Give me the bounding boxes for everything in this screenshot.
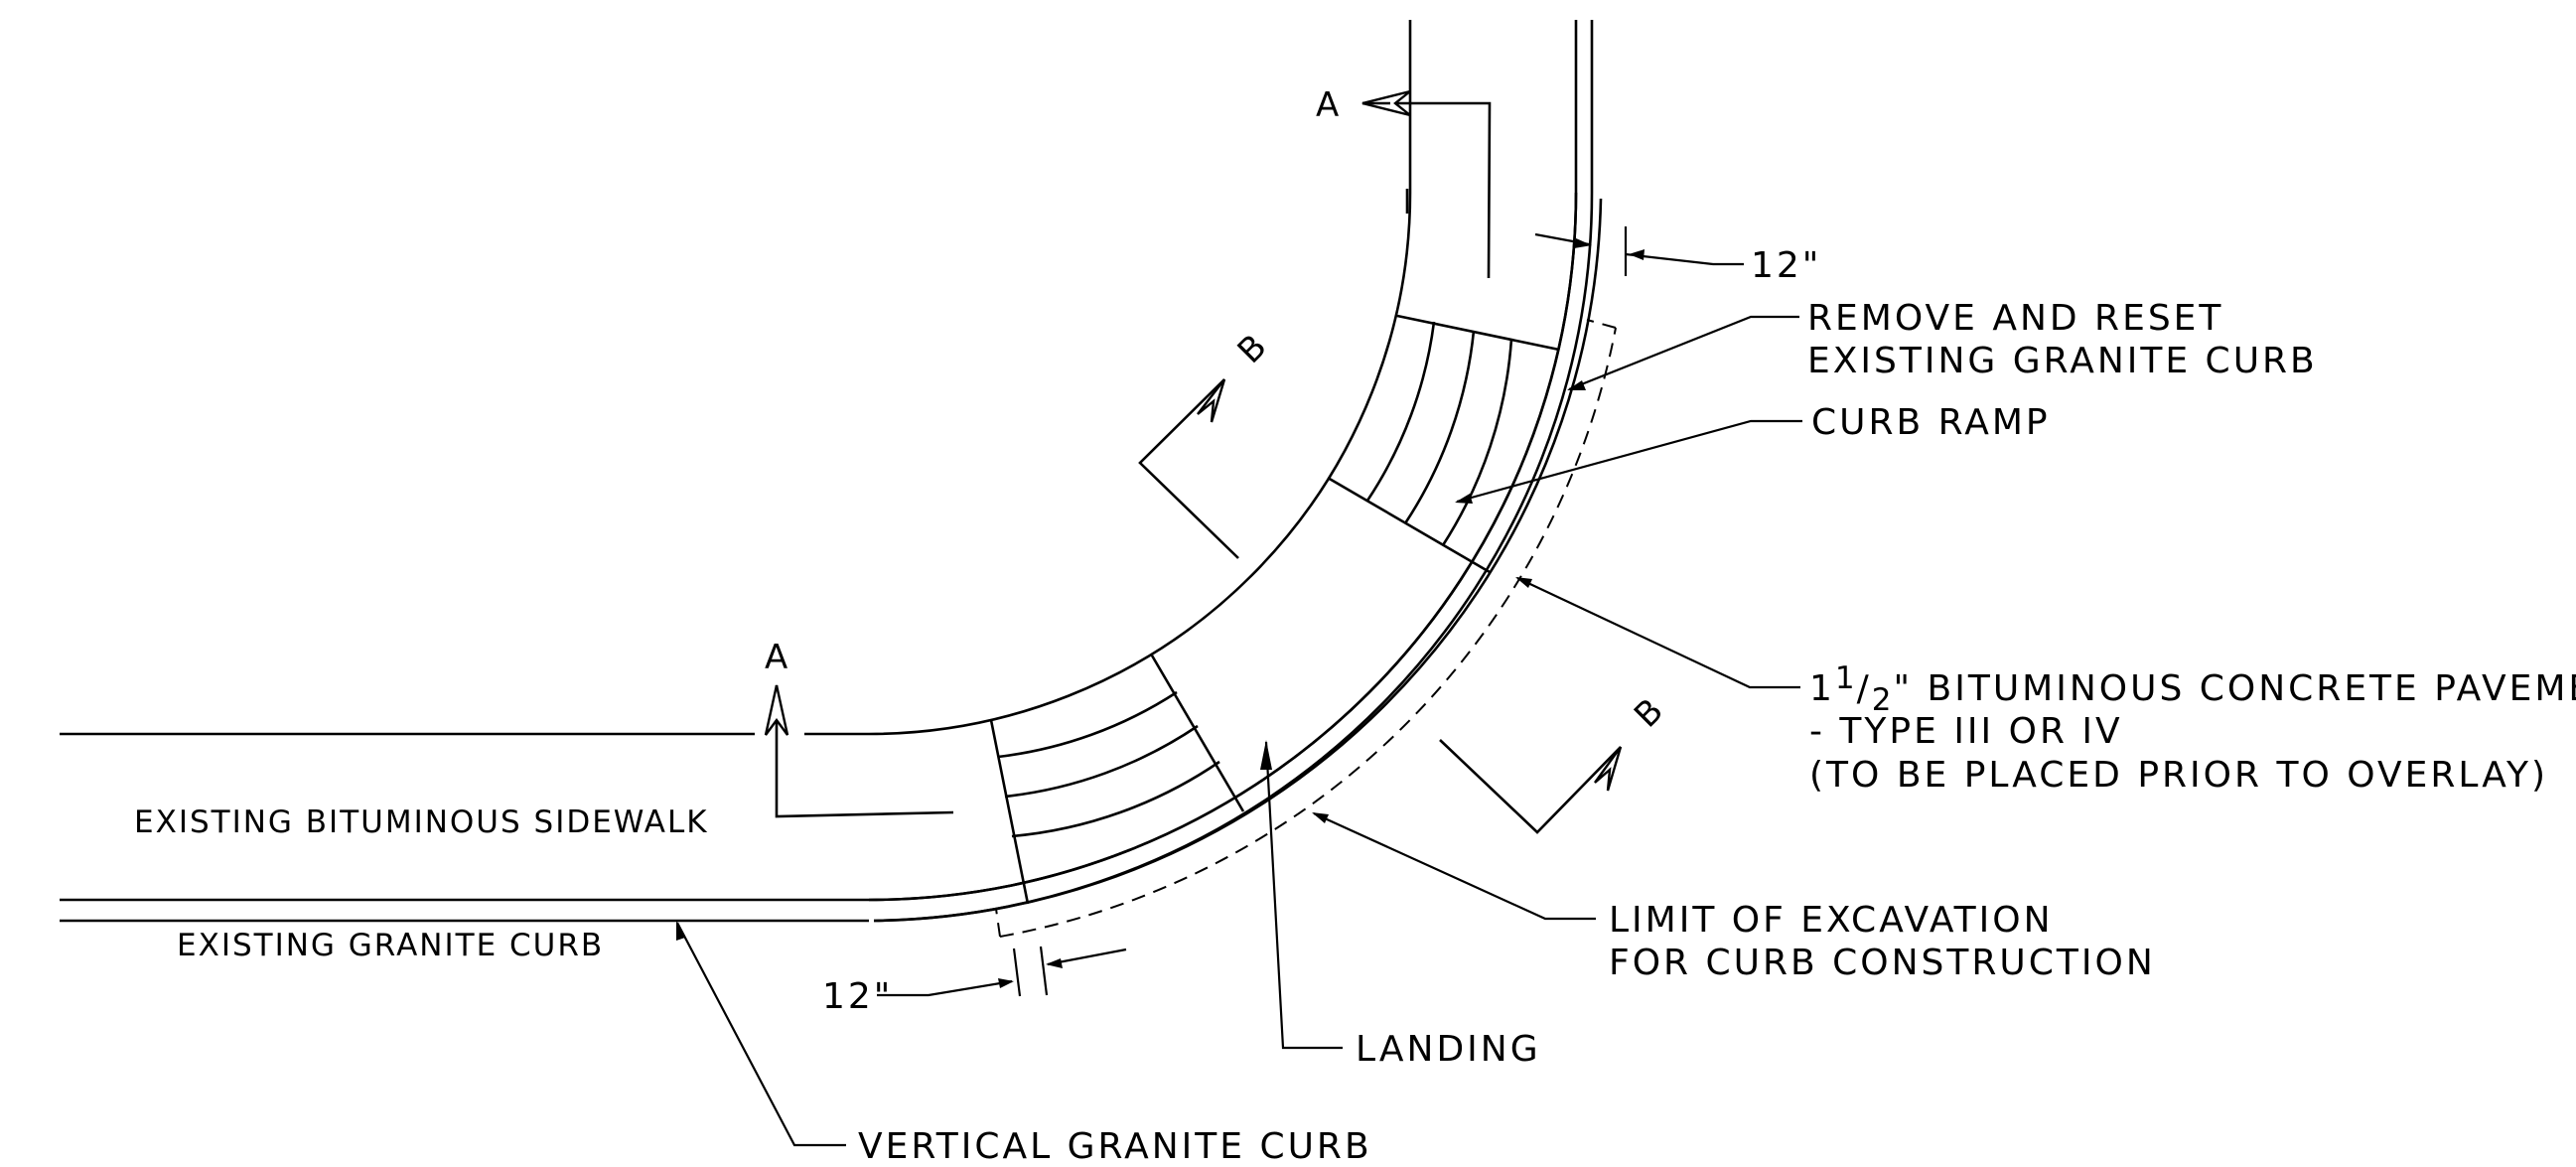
excavation-end-top [1586, 319, 1617, 329]
excavation-end-bottom [995, 908, 1001, 938]
limit-label-2: FOR CURB CONSTRUCTION [1609, 943, 2156, 983]
curb-lines [60, 20, 1594, 923]
section-b-lower-marker: B [1439, 691, 1671, 834]
lower-curb-ramp [989, 655, 1245, 905]
vertical-curb-label: VERTICAL GRANITE CURB [858, 1126, 1372, 1167]
section-b-upper-label: B [1230, 327, 1275, 371]
limit-label-1: LIMIT OF EXCAVATION [1609, 900, 2054, 941]
curb-ramp-label: CURB RAMP [1811, 402, 2051, 443]
dimension-12-bottom: 12" [822, 946, 1127, 1017]
section-a-top-label: A [1316, 85, 1339, 125]
pavement-label-1-num: 1 [1835, 660, 1857, 696]
section-a-left-marker: A [764, 638, 954, 818]
existing-sidewalk-label: EXISTING BITUMINOUS SIDEWALK [134, 804, 709, 840]
leader-vertical-curb: VERTICAL GRANITE CURB [676, 921, 1372, 1167]
landing-label: LANDING [1356, 1029, 1541, 1070]
remove-reset-label-2: EXISTING GRANITE CURB [1807, 341, 2318, 381]
section-b-upper-marker: B [1138, 327, 1275, 559]
leader-curb-ramp: CURB RAMP [1455, 402, 2051, 504]
remove-reset-label-1: REMOVE AND RESET [1807, 298, 2223, 339]
limit-of-excavation-line [999, 327, 1617, 938]
pavement-label-1-den: 2 [1872, 682, 1894, 718]
dimension-12-top: 12" [1534, 226, 1821, 286]
leader-limit-excavation: LIMIT OF EXCAVATION FOR CURB CONSTRUCTIO… [1312, 811, 2156, 983]
sidewalk-back-edge [60, 20, 1412, 736]
dimension-12-top-label: 12" [1751, 245, 1821, 286]
section-a-left-label: A [765, 638, 787, 677]
pavement-label-1-rest: " BITUMINOUS CONCRETE PAVEMENT [1894, 668, 2576, 709]
pavement-label-3: (TO BE PLACED PRIOR TO OVERLAY) [1809, 755, 2548, 796]
section-b-lower-label: B [1627, 691, 1671, 736]
corner-curb-outer [873, 198, 1603, 923]
section-a-top-marker: A [1316, 85, 1492, 279]
pavement-label-1: 11/2" BITUMINOUS CONCRETE PAVEMENT [1809, 660, 2576, 718]
pavement-label-1-prefix: 1 [1809, 668, 1835, 709]
leader-remove-reset: REMOVE AND RESET EXISTING GRANITE CURB [1567, 298, 2318, 391]
leader-bituminous-pavement: 11/2" BITUMINOUS CONCRETE PAVEMENT - TYP… [1515, 577, 2576, 796]
upper-curb-ramp [1327, 314, 1560, 574]
leader-landing: LANDING [1260, 740, 1541, 1070]
existing-curb-label: EXISTING GRANITE CURB [177, 928, 604, 963]
pavement-label-2: - TYPE III OR IV [1809, 711, 2123, 752]
dimension-12-bottom-label: 12" [822, 976, 893, 1017]
pavement-label-1-slash: / [1857, 668, 1872, 709]
